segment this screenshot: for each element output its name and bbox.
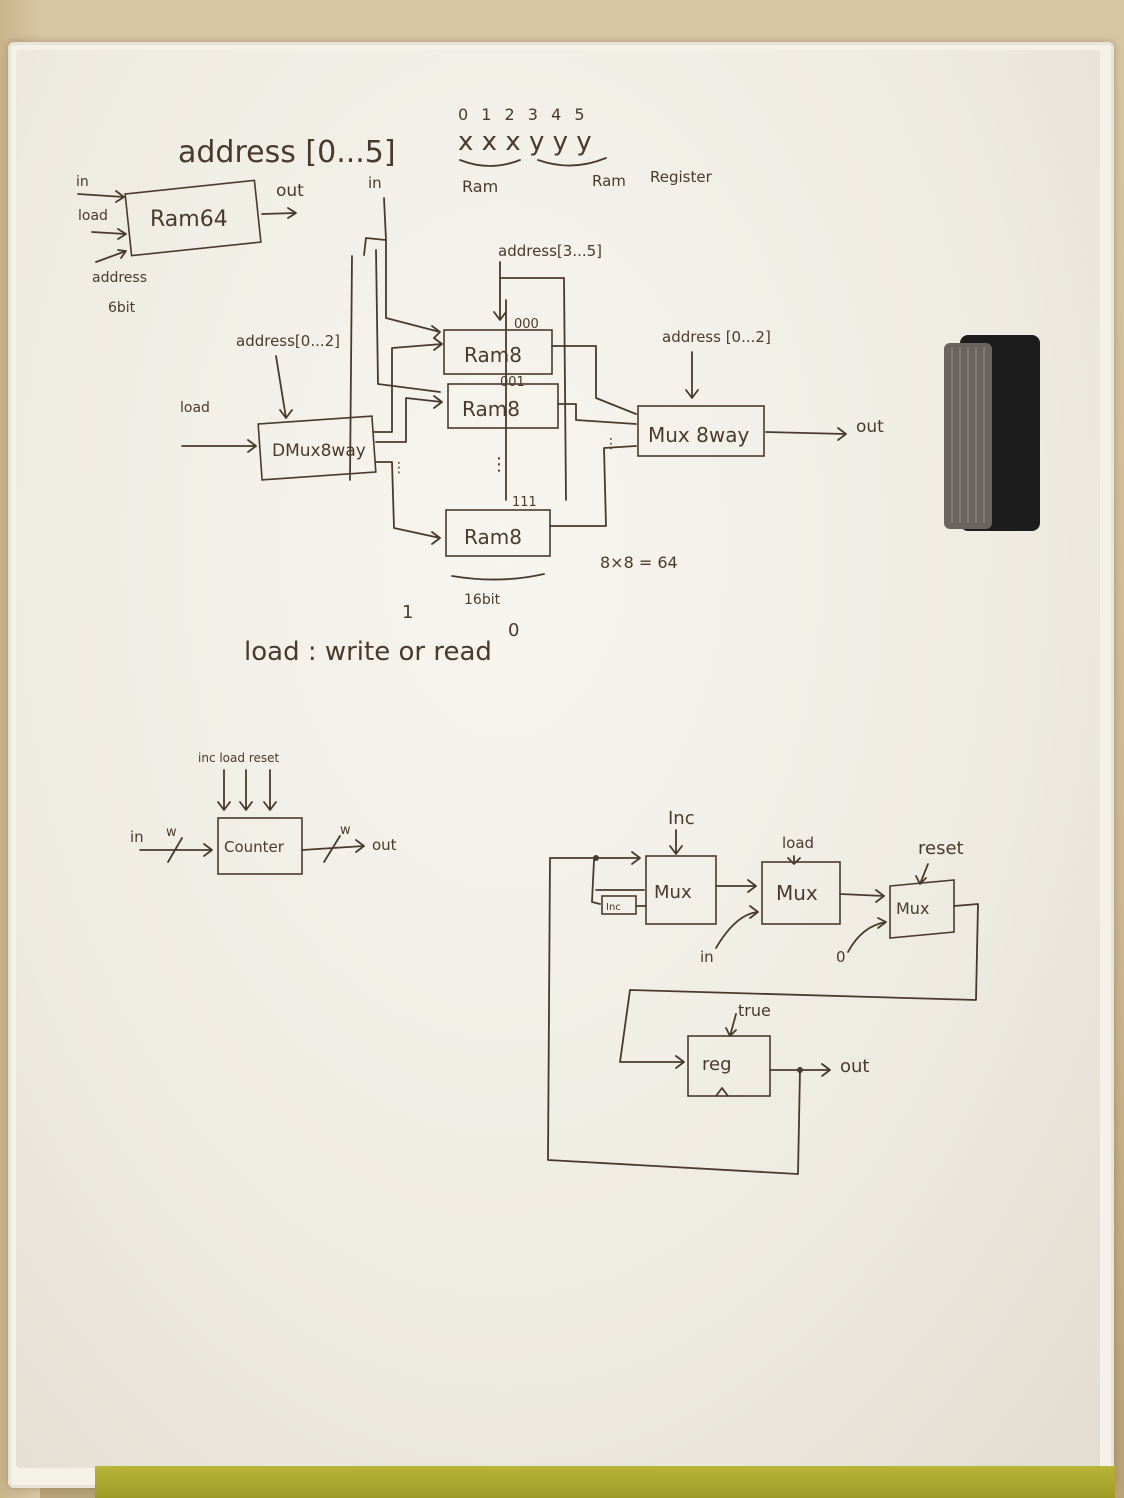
mux8way-block: Mux 8way [637,405,765,457]
width-16bit-label: 16bit [464,592,501,608]
ram64-label: Ram64 [150,207,228,232]
register-select-note-b: Register [650,168,713,186]
pc-mux2-label: Mux [776,881,818,905]
pc-in-label: in [700,948,714,966]
pc-register-block: reg [687,1035,771,1097]
counter-controls-label: inc load reset [198,751,280,765]
load-note-text: load : write or read [244,637,492,667]
ram8-block-last: Ram8 [445,509,551,557]
pc-zero-label: 0 [836,948,846,966]
counter-label: Counter [224,838,285,856]
ram64-in-label: in [76,174,89,190]
ram8-second-label: Ram8 [462,397,520,421]
pc-register-label: reg [702,1054,732,1075]
pc-mux1-block: Mux [645,855,717,925]
ram64-address-label: address [92,270,147,286]
ram-select-note: Ram [462,177,498,196]
ram64-width-label: 6bit [108,300,136,316]
dmux8way-block: DMux8way [257,415,377,481]
ram64-load-label: load [78,208,108,224]
pc-out-label: out [840,1056,869,1077]
pc-true-label: true [738,1001,771,1020]
x-bits-brace [459,159,521,167]
pc-inc-label: Inc [668,808,695,829]
bit-index-label: 0 1 2 3 4 5 [458,105,589,124]
counter-block: Counter [217,817,303,875]
pc-mux3-block: Mux [889,879,955,939]
pc-inc-box: Inc [601,895,637,915]
register-select-note-a: Ram [592,172,626,190]
whiteboard-surface [16,50,1100,1468]
detail-out-label: out [856,417,884,437]
address-low-right-label: address [0...2] [662,328,771,346]
counter-in-label: in [130,828,144,846]
ram8-block-second: Ram8 [447,383,559,429]
ram8-block-first: Ram8 [443,329,553,375]
marker-tray [95,1466,1115,1498]
counter-w-in-label: w [166,825,177,840]
detail-load-label: load [180,400,210,416]
pc-mux1-label: Mux [654,882,692,903]
pc-reset-label: reset [918,838,964,859]
ram8-first-label: Ram8 [464,343,522,367]
address-low-left-label: address[0...2] [236,332,340,350]
dmux8way-label: DMux8way [272,441,366,461]
ram8-last-label: Ram8 [464,525,522,549]
pc-inc-box-label: Inc [606,902,621,913]
mux-dots: ⋮ [604,436,618,452]
address-high-label: address[3...5] [498,242,602,260]
whiteboard-eraser[interactable] [942,335,1042,535]
sel-000-label: 000 [514,317,539,332]
load-one-label: 1 [402,602,413,623]
dmux-dots: ⋮ [392,460,406,476]
address-range-title: address [0...5] [178,135,396,170]
pc-mux3-label: Mux [896,899,929,918]
y-bits-brace [537,157,607,167]
load-zero-label: 0 [508,620,519,641]
bit-pattern-label: x x x y y y [458,127,592,157]
counter-w-out-label: w [340,823,351,838]
sel-001-label: 001 [500,375,525,390]
detail-in-label: in [368,174,382,192]
calc-64-label: 8×8 = 64 [600,553,678,572]
sel-111-label: 111 [512,495,537,510]
ram8-dots: ⋮ [490,454,508,475]
ram64-out-label: out [276,181,304,201]
mux8way-label: Mux 8way [648,423,749,447]
pc-load-label: load [782,834,814,852]
ram64-block: Ram64 [124,179,262,257]
counter-out-label: out [372,836,397,854]
pc-mux2-block: Mux [761,861,841,925]
